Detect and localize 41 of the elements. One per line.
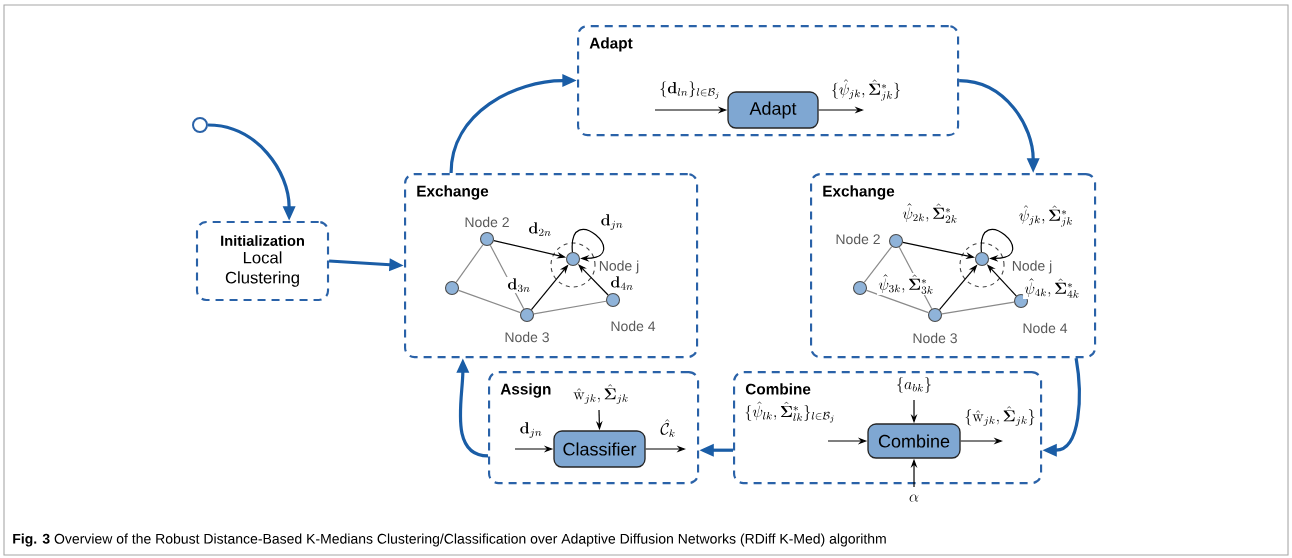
- figure-caption: Fig. 3 Overview of the Robust Distance-Based K-Medians Clustering/Classification over Adaptive Diffusion Networks (RDiff K-Med) algorithm: [13, 533, 886, 547]
- link-line: [941, 301, 1015, 315]
- link-line: [866, 289, 929, 314]
- edge-label: $\hat{\psi}_{4k},\hat{\mathbf{\Sigma}}^{*}_{4k}$: [1023, 277, 1081, 299]
- process-block: Classifier: [553, 430, 646, 468]
- edge-label: $\{\mathbf{d}_{ln}\}_{l\in\mathcal{B}_j}$: [657, 79, 723, 101]
- edge-label: $\{a_{bk}\}$: [894, 375, 934, 395]
- node-label: Node 4: [1023, 322, 1068, 334]
- node-label: Node 4: [611, 320, 656, 332]
- network-node: [852, 280, 868, 296]
- edge-label: $\mathbf{d}_{jn}$: [518, 420, 544, 440]
- process-block: Adapt: [727, 91, 819, 129]
- start-circle: [192, 117, 208, 133]
- edge-label: $\mathbf{d}_{jn}$: [599, 212, 625, 232]
- edge-label: $\mathbf{d}_{2n}$: [527, 220, 553, 238]
- node-label: Node 2: [836, 233, 880, 245]
- process-block: Combine: [867, 423, 961, 459]
- link-line: [455, 244, 484, 283]
- link-line: [863, 246, 893, 284]
- edge-label: $\hat{\psi}_{jk},\hat{\mathbf{\Sigma}}^{*}_{jk}$: [1017, 204, 1075, 228]
- initialization-box: Initialization Local Clustering: [195, 220, 330, 302]
- edge-label: $\{\hat{\psi}_{jk},\hat{\mathbf{\Sigma}}^{*}_{jk}\}$: [829, 78, 903, 102]
- node-label: Node j: [1012, 260, 1052, 274]
- edge-label: $\hat{\mathcal{C}}_k$: [659, 417, 677, 439]
- edge-label: $\alpha$: [907, 493, 921, 503]
- node-label: Node j: [599, 260, 639, 274]
- edge-label: $\{\hat{\psi}_{lk},\hat{\mathbf{\Sigma}}^{*}_{lk}\}_{l\in\mathcal{B}_j}$: [743, 400, 837, 424]
- edge-label: $\mathbf{d}_{3n}$: [506, 276, 532, 294]
- self-loop: [980, 228, 1014, 262]
- node-label: Node 3: [505, 331, 549, 343]
- network-node: [444, 280, 460, 296]
- node-label: Node 2: [465, 216, 509, 228]
- link-line: [458, 289, 521, 314]
- edge-label: $\hat{\psi}_{2k},\hat{\mathbf{\Sigma}}^{*}_{2k}$: [901, 202, 959, 224]
- edge-label: $\mathbf{d}_{4n}$: [609, 274, 635, 292]
- edge-label: $\{\hat{\mathrm{w}}_{jk},\hat{\mathbf{\Sigma}}_{jk}\}$: [962, 404, 1038, 428]
- edge-label: $\hat{\psi}_{3k},\hat{\mathbf{\Sigma}}^{*}_{3k}$: [877, 273, 935, 295]
- self-loop: [571, 228, 605, 262]
- link-line: [533, 300, 607, 315]
- edge-label: $\hat{\mathrm{w}}_{jk},\hat{\mathbf{\Sigma}}_{jk}$: [571, 382, 631, 406]
- node-label: Node 3: [913, 332, 957, 344]
